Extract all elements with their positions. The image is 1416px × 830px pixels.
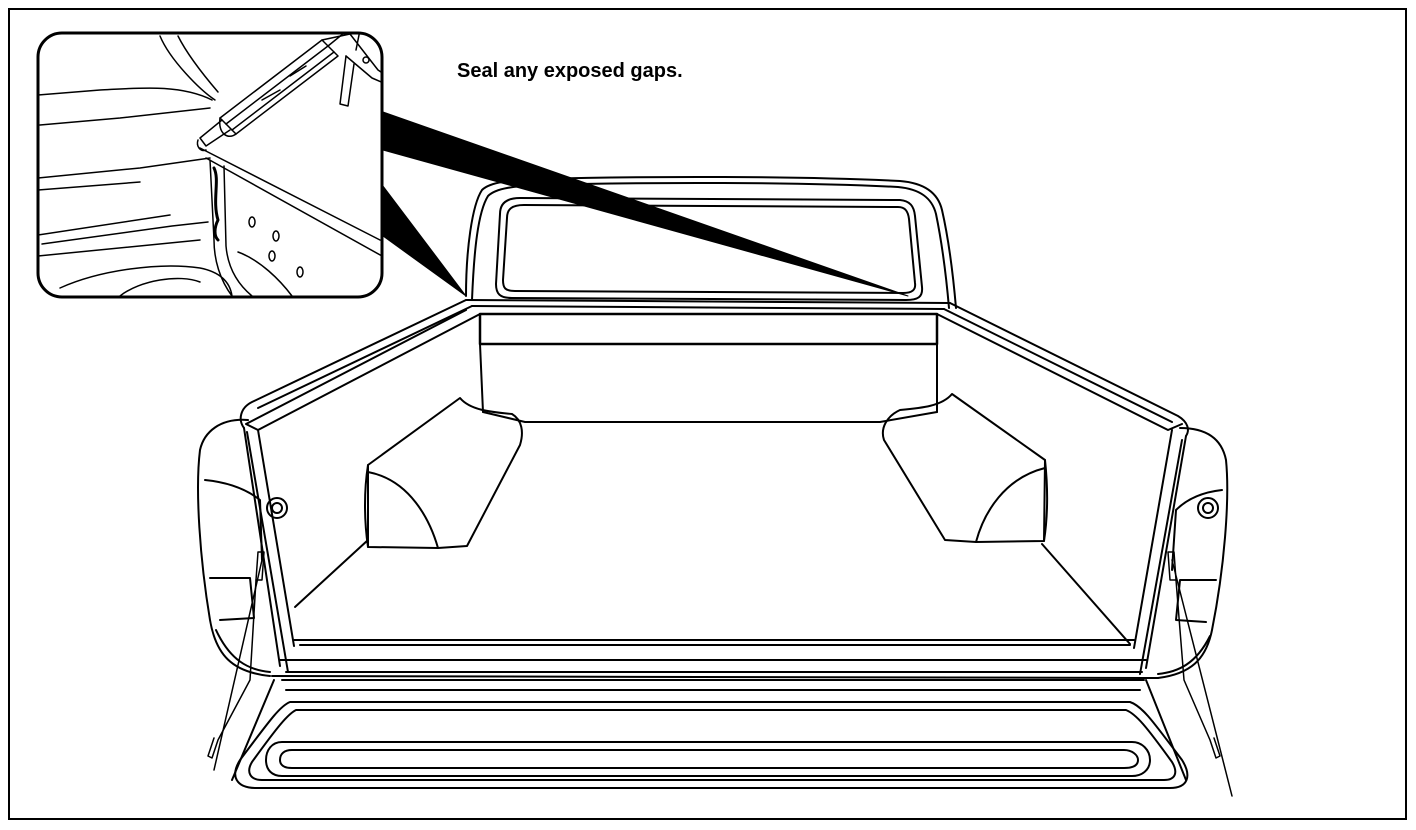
bed-floor [293, 411, 1135, 646]
bed-front-wall [465, 299, 951, 413]
right-wheel-well [881, 393, 1049, 543]
right-bed-side [936, 302, 1229, 679]
caulking-gun-detail-inset [36, 31, 384, 299]
tailgate [231, 659, 1189, 789]
callout-pointers [382, 111, 909, 297]
tailgate-cables [207, 551, 1233, 797]
cab-rear-window [465, 175, 957, 309]
left-bed-side [197, 299, 481, 677]
instruction-caption: Seal any exposed gaps. [457, 60, 683, 82]
left-wheel-well [364, 397, 523, 549]
